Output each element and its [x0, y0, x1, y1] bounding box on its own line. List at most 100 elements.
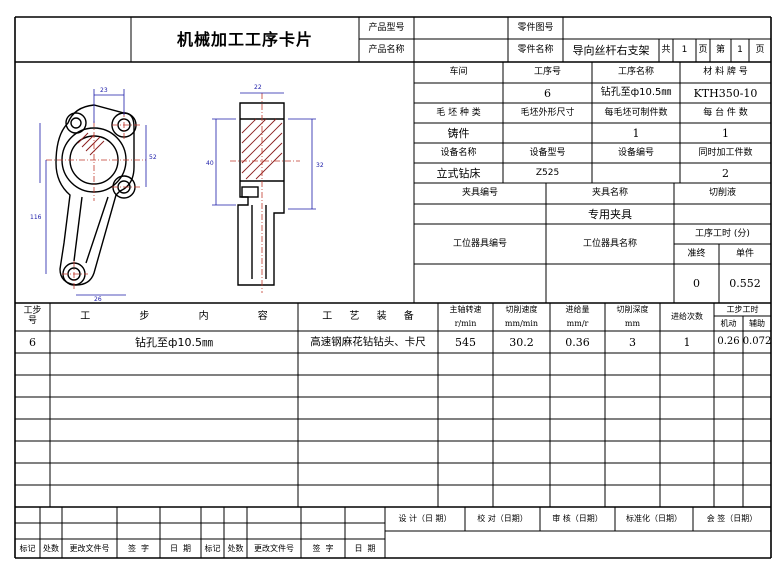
svg-text:40: 40	[206, 160, 214, 167]
part-name-value: 导向丝杆右支架	[572, 44, 650, 57]
step-no-header: 工步 号	[15, 303, 50, 331]
mark-label: 标记	[19, 543, 36, 553]
process-time-label: 工序工时 (分)	[695, 228, 750, 239]
material-label: 材 料 牌 号	[703, 67, 748, 77]
blank-type-value: 铸件	[447, 126, 470, 140]
product-model-label: 产品型号	[368, 22, 405, 33]
station-tool-no-label: 工位器具编号	[452, 238, 507, 249]
simul-label: 同时加工件数	[698, 147, 753, 158]
fixture-name-label: 夹具名称	[591, 188, 628, 198]
equip-name-label: 设备名称	[440, 147, 477, 158]
blank-type-label: 毛 坯 种 类	[436, 107, 481, 118]
step-equipment-cell: 高速钢麻花钻钻头、卡尺	[310, 335, 426, 348]
step-content-header: 工 步 内 容	[80, 311, 268, 322]
depth-unit: mm	[624, 319, 641, 328]
page-no-value: 1	[737, 45, 743, 55]
change-doc-label-2: 更改文件号	[254, 543, 294, 553]
equip-model-value: Z525	[535, 167, 560, 178]
mark-label-2: 标记	[204, 543, 221, 553]
coolant-value	[674, 204, 771, 224]
product-name-value	[414, 39, 508, 62]
step-content-cell: 钻孔至ф10.5㎜	[135, 335, 213, 349]
date-label: 日 期	[169, 543, 192, 553]
fixture-no-label: 夹具编号	[461, 188, 498, 198]
equip-no-label: 设备编号	[617, 147, 654, 158]
page-no-label: 第	[715, 45, 725, 55]
process-name-label: 工序名称	[617, 67, 654, 77]
part-name-label: 零件名称	[517, 45, 554, 55]
count-label-2: 处数	[227, 543, 244, 553]
part-drawing-no-value	[563, 17, 771, 39]
process-name-value: 钻孔至ф10.5㎜	[600, 87, 672, 98]
spindle-header: 主轴转速	[449, 305, 482, 314]
check-label: 校 对（日期）	[477, 514, 528, 523]
signature-label-2: 签 字	[312, 543, 334, 553]
fixture-no-value	[414, 204, 546, 224]
material-value: KTH350-10	[693, 86, 758, 100]
total-pages-value: 1	[681, 45, 688, 55]
page-no-unit: 页	[755, 45, 765, 55]
equip-name-value: 立式钻床	[436, 166, 481, 180]
speed-header: 切削速度	[505, 305, 538, 314]
passes-header: 进给次数	[671, 312, 703, 321]
machine-time-cell: 0.26	[717, 336, 740, 347]
feed-unit: mm/r	[566, 319, 589, 328]
review-label: 审 核（日期）	[552, 514, 603, 523]
product-name-label: 产品名称	[368, 45, 405, 55]
passes-cell: 1	[683, 335, 691, 349]
fixture-name-value: 专用夹具	[588, 207, 632, 221]
svg-text:52: 52	[149, 154, 157, 161]
station-tool-name-label: 工位器具名称	[582, 238, 637, 249]
process-no-value: 6	[544, 86, 551, 100]
equipment-header: 工 艺 装 备	[322, 311, 414, 322]
card-title: 机械加工工序卡片	[176, 29, 313, 49]
equip-model-label: 设备型号	[529, 147, 566, 158]
svg-text:22: 22	[254, 84, 262, 91]
aux-time-cell: 0.072	[742, 336, 772, 347]
blank-size-value	[503, 123, 592, 143]
standard-label: 标准化（日期）	[626, 514, 682, 523]
spindle-unit: r/min	[454, 319, 477, 328]
product-model-value	[414, 17, 508, 39]
signature-label: 签 字	[127, 543, 150, 553]
date-label-2: 日 期	[354, 543, 376, 553]
count-label: 处数	[43, 543, 59, 553]
coolant-label: 切削液	[708, 188, 736, 198]
feed-header: 进给量	[565, 305, 590, 314]
simul-value: 2	[722, 166, 729, 180]
blank-size-label: 毛坯外形尺寸	[520, 107, 575, 118]
workshop-value	[414, 83, 503, 103]
speed-unit: mm/min	[504, 319, 539, 328]
per-blank-label: 每毛坯可制件数	[604, 107, 668, 118]
per-unit-value: 1	[722, 126, 729, 140]
sign-label: 会 签（日期）	[706, 514, 758, 523]
total-pages-label: 共	[661, 45, 671, 55]
speed-cell: 30.2	[509, 335, 534, 349]
process-no-label: 工序号	[533, 67, 561, 77]
total-pages-unit: 页	[698, 45, 708, 55]
per-unit-label: 每 台 件 数	[703, 107, 748, 118]
machine-time-header: 机动	[720, 318, 737, 328]
depth-cell: 3	[629, 335, 636, 349]
process-drawing: 23 52 26 116 40 32 22	[30, 84, 324, 303]
change-doc-label: 更改文件号	[69, 543, 110, 553]
svg-text:23: 23	[100, 87, 108, 94]
per-blank-value: 1	[632, 126, 640, 140]
prep-time-label: 准终	[687, 248, 706, 259]
design-label: 设 计（日 期）	[398, 514, 452, 523]
spindle-cell: 545	[455, 335, 476, 349]
part-drawing-no-label: 零件图号	[517, 22, 554, 33]
prep-time-value: 0	[693, 277, 700, 290]
step-no-cell: 6	[29, 335, 36, 349]
step-time-header: 工步工时	[726, 304, 759, 314]
feed-cell: 0.36	[565, 335, 590, 349]
svg-text:26: 26	[94, 296, 102, 303]
unit-time-value: 0.552	[729, 277, 761, 290]
svg-text:32: 32	[316, 162, 324, 169]
aux-time-header: 辅助	[749, 318, 765, 328]
workshop-label: 车间	[449, 67, 468, 77]
step-no-header-text: 工步 号	[23, 306, 42, 326]
svg-text:116: 116	[30, 214, 42, 221]
unit-time-label: 单件	[735, 248, 754, 259]
